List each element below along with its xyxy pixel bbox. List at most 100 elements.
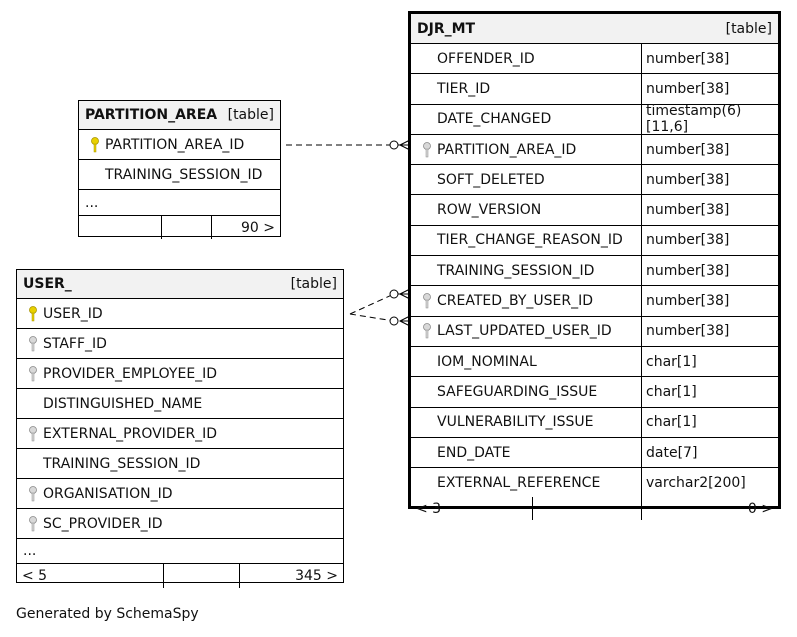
table-header: USER_ [table]	[17, 270, 343, 299]
column-name: DATE_CHANGED	[437, 111, 552, 128]
column-name: EXTERNAL_PROVIDER_ID	[43, 425, 218, 442]
foreign-key-icon	[417, 322, 437, 340]
column-row: TRAINING_SESSION_ID number[38]	[411, 256, 778, 287]
ellipsis: ...	[85, 194, 99, 211]
foreign-key-icon	[23, 425, 43, 443]
column-name: OFFENDER_ID	[437, 50, 535, 67]
column-row: DISTINGUISHED_NAME	[17, 389, 343, 419]
table-kind: [table]	[290, 276, 337, 292]
footer-parents: < 5	[22, 568, 48, 584]
footer-children: 345 >	[239, 564, 343, 588]
table-kind: [table]	[227, 107, 274, 123]
footer-parents: < 3	[416, 500, 442, 517]
table-name: USER_	[23, 276, 72, 292]
column-row: CREATED_BY_USER_ID number[38]	[411, 286, 778, 317]
column-name: TRAINING_SESSION_ID	[105, 166, 263, 183]
relationship-marker	[389, 289, 399, 299]
column-type: timestamp(6)[11,6]	[641, 103, 778, 135]
column-name: STAFF_ID	[43, 335, 107, 352]
column-name: TRAINING_SESSION_ID	[43, 455, 201, 472]
foreign-key-icon	[23, 335, 43, 353]
column-name: TIER_CHANGE_REASON_ID	[437, 232, 623, 249]
table-footer: 90 >	[79, 216, 280, 239]
column-name: ROW_VERSION	[437, 202, 542, 219]
column-type: number[38]	[641, 286, 778, 316]
column-row: DATE_CHANGED timestamp(6)[11,6]	[411, 103, 778, 135]
primary-key-icon	[23, 305, 43, 323]
table-user[interactable]: USER_ [table] USER_ID STAFF_ID PROVIDER_…	[16, 269, 344, 588]
column-name: VULNERABILITY_ISSUE	[437, 414, 594, 431]
footer-children: 90 >	[211, 216, 280, 239]
table-header: PARTITION_AREA [table]	[79, 101, 280, 130]
foreign-key-icon	[23, 485, 43, 503]
column-row: TRAINING_SESSION_ID	[79, 160, 280, 190]
column-name: PARTITION_AREA_ID	[105, 136, 245, 153]
relationship-marker	[389, 316, 399, 326]
table-partition-area[interactable]: PARTITION_AREA [table] PARTITION_AREA_ID…	[78, 100, 281, 239]
relationship-marker	[389, 140, 399, 150]
column-row: EXTERNAL_REFERENCE varchar2[200]	[411, 468, 778, 498]
column-name: SC_PROVIDER_ID	[43, 515, 163, 532]
column-name: END_DATE	[437, 444, 511, 461]
column-name: TRAINING_SESSION_ID	[437, 262, 595, 279]
column-type: date[7]	[641, 437, 778, 468]
column-name: CREATED_BY_USER_ID	[437, 293, 594, 310]
column-type: number[38]	[641, 195, 778, 225]
column-type: number[38]	[641, 316, 778, 346]
column-row: VULNERABILITY_ISSUE char[1]	[411, 407, 778, 438]
column-type: char[1]	[641, 346, 778, 377]
ellipsis: ...	[23, 543, 37, 559]
column-name: PARTITION_AREA_ID	[437, 141, 577, 158]
column-name: SOFT_DELETED	[437, 171, 545, 188]
table-kind: [table]	[725, 20, 772, 37]
column-type: varchar2[200]	[641, 468, 778, 498]
column-row: PARTITION_AREA_ID	[79, 130, 280, 160]
column-row: SAFEGUARDING_ISSUE char[1]	[411, 377, 778, 408]
column-type: number[38]	[641, 74, 778, 104]
column-row: SOFT_DELETED number[38]	[411, 165, 778, 196]
column-row: SC_PROVIDER_ID	[17, 509, 343, 539]
column-name: IOM_NOMINAL	[437, 353, 537, 370]
column-row: STAFF_ID	[17, 329, 343, 359]
foreign-key-icon	[417, 292, 437, 310]
column-row: TIER_ID number[38]	[411, 74, 778, 105]
ellipsis-row: ...	[17, 539, 343, 564]
table-header: DJR_MT [table]	[411, 14, 778, 44]
ellipsis-row: ...	[79, 190, 280, 216]
column-type: char[1]	[641, 407, 778, 437]
column-type: number[38]	[641, 165, 778, 195]
footer-parents	[79, 216, 161, 239]
column-type: number[38]	[641, 44, 778, 74]
column-name: PROVIDER_EMPLOYEE_ID	[43, 365, 218, 382]
column-row: OFFENDER_ID number[38]	[411, 44, 778, 75]
footer-children: 0 >	[641, 497, 778, 521]
column-row: EXTERNAL_PROVIDER_ID	[17, 419, 343, 449]
column-name: LAST_UPDATED_USER_ID	[437, 323, 612, 340]
column-name: SAFEGUARDING_ISSUE	[437, 383, 598, 400]
column-row: PROVIDER_EMPLOYEE_ID	[17, 359, 343, 389]
column-name: EXTERNAL_REFERENCE	[437, 474, 601, 491]
table-footer: < 5 345 >	[17, 564, 343, 588]
table-name: DJR_MT	[417, 20, 476, 37]
column-row: END_DATE date[7]	[411, 437, 778, 469]
column-row: TRAINING_SESSION_ID	[17, 449, 343, 479]
foreign-key-icon	[23, 365, 43, 383]
column-type: number[38]	[641, 256, 778, 286]
column-type: number[38]	[641, 134, 778, 165]
column-row: IOM_NOMINAL char[1]	[411, 346, 778, 378]
column-name: ORGANISATION_ID	[43, 485, 173, 502]
column-row: ROW_VERSION number[38]	[411, 195, 778, 226]
table-footer: < 3 0 >	[411, 497, 778, 521]
column-row: PARTITION_AREA_ID number[38]	[411, 134, 778, 166]
column-name: DISTINGUISHED_NAME	[43, 395, 203, 412]
column-type: char[1]	[641, 377, 778, 407]
foreign-key-icon	[417, 141, 437, 159]
generated-by-caption: Generated by SchemaSpy	[16, 606, 199, 622]
column-name: USER_ID	[43, 305, 103, 322]
table-name: PARTITION_AREA	[85, 107, 218, 123]
column-name: TIER_ID	[437, 80, 491, 97]
primary-key-icon	[85, 136, 105, 154]
column-row: ORGANISATION_ID	[17, 479, 343, 509]
